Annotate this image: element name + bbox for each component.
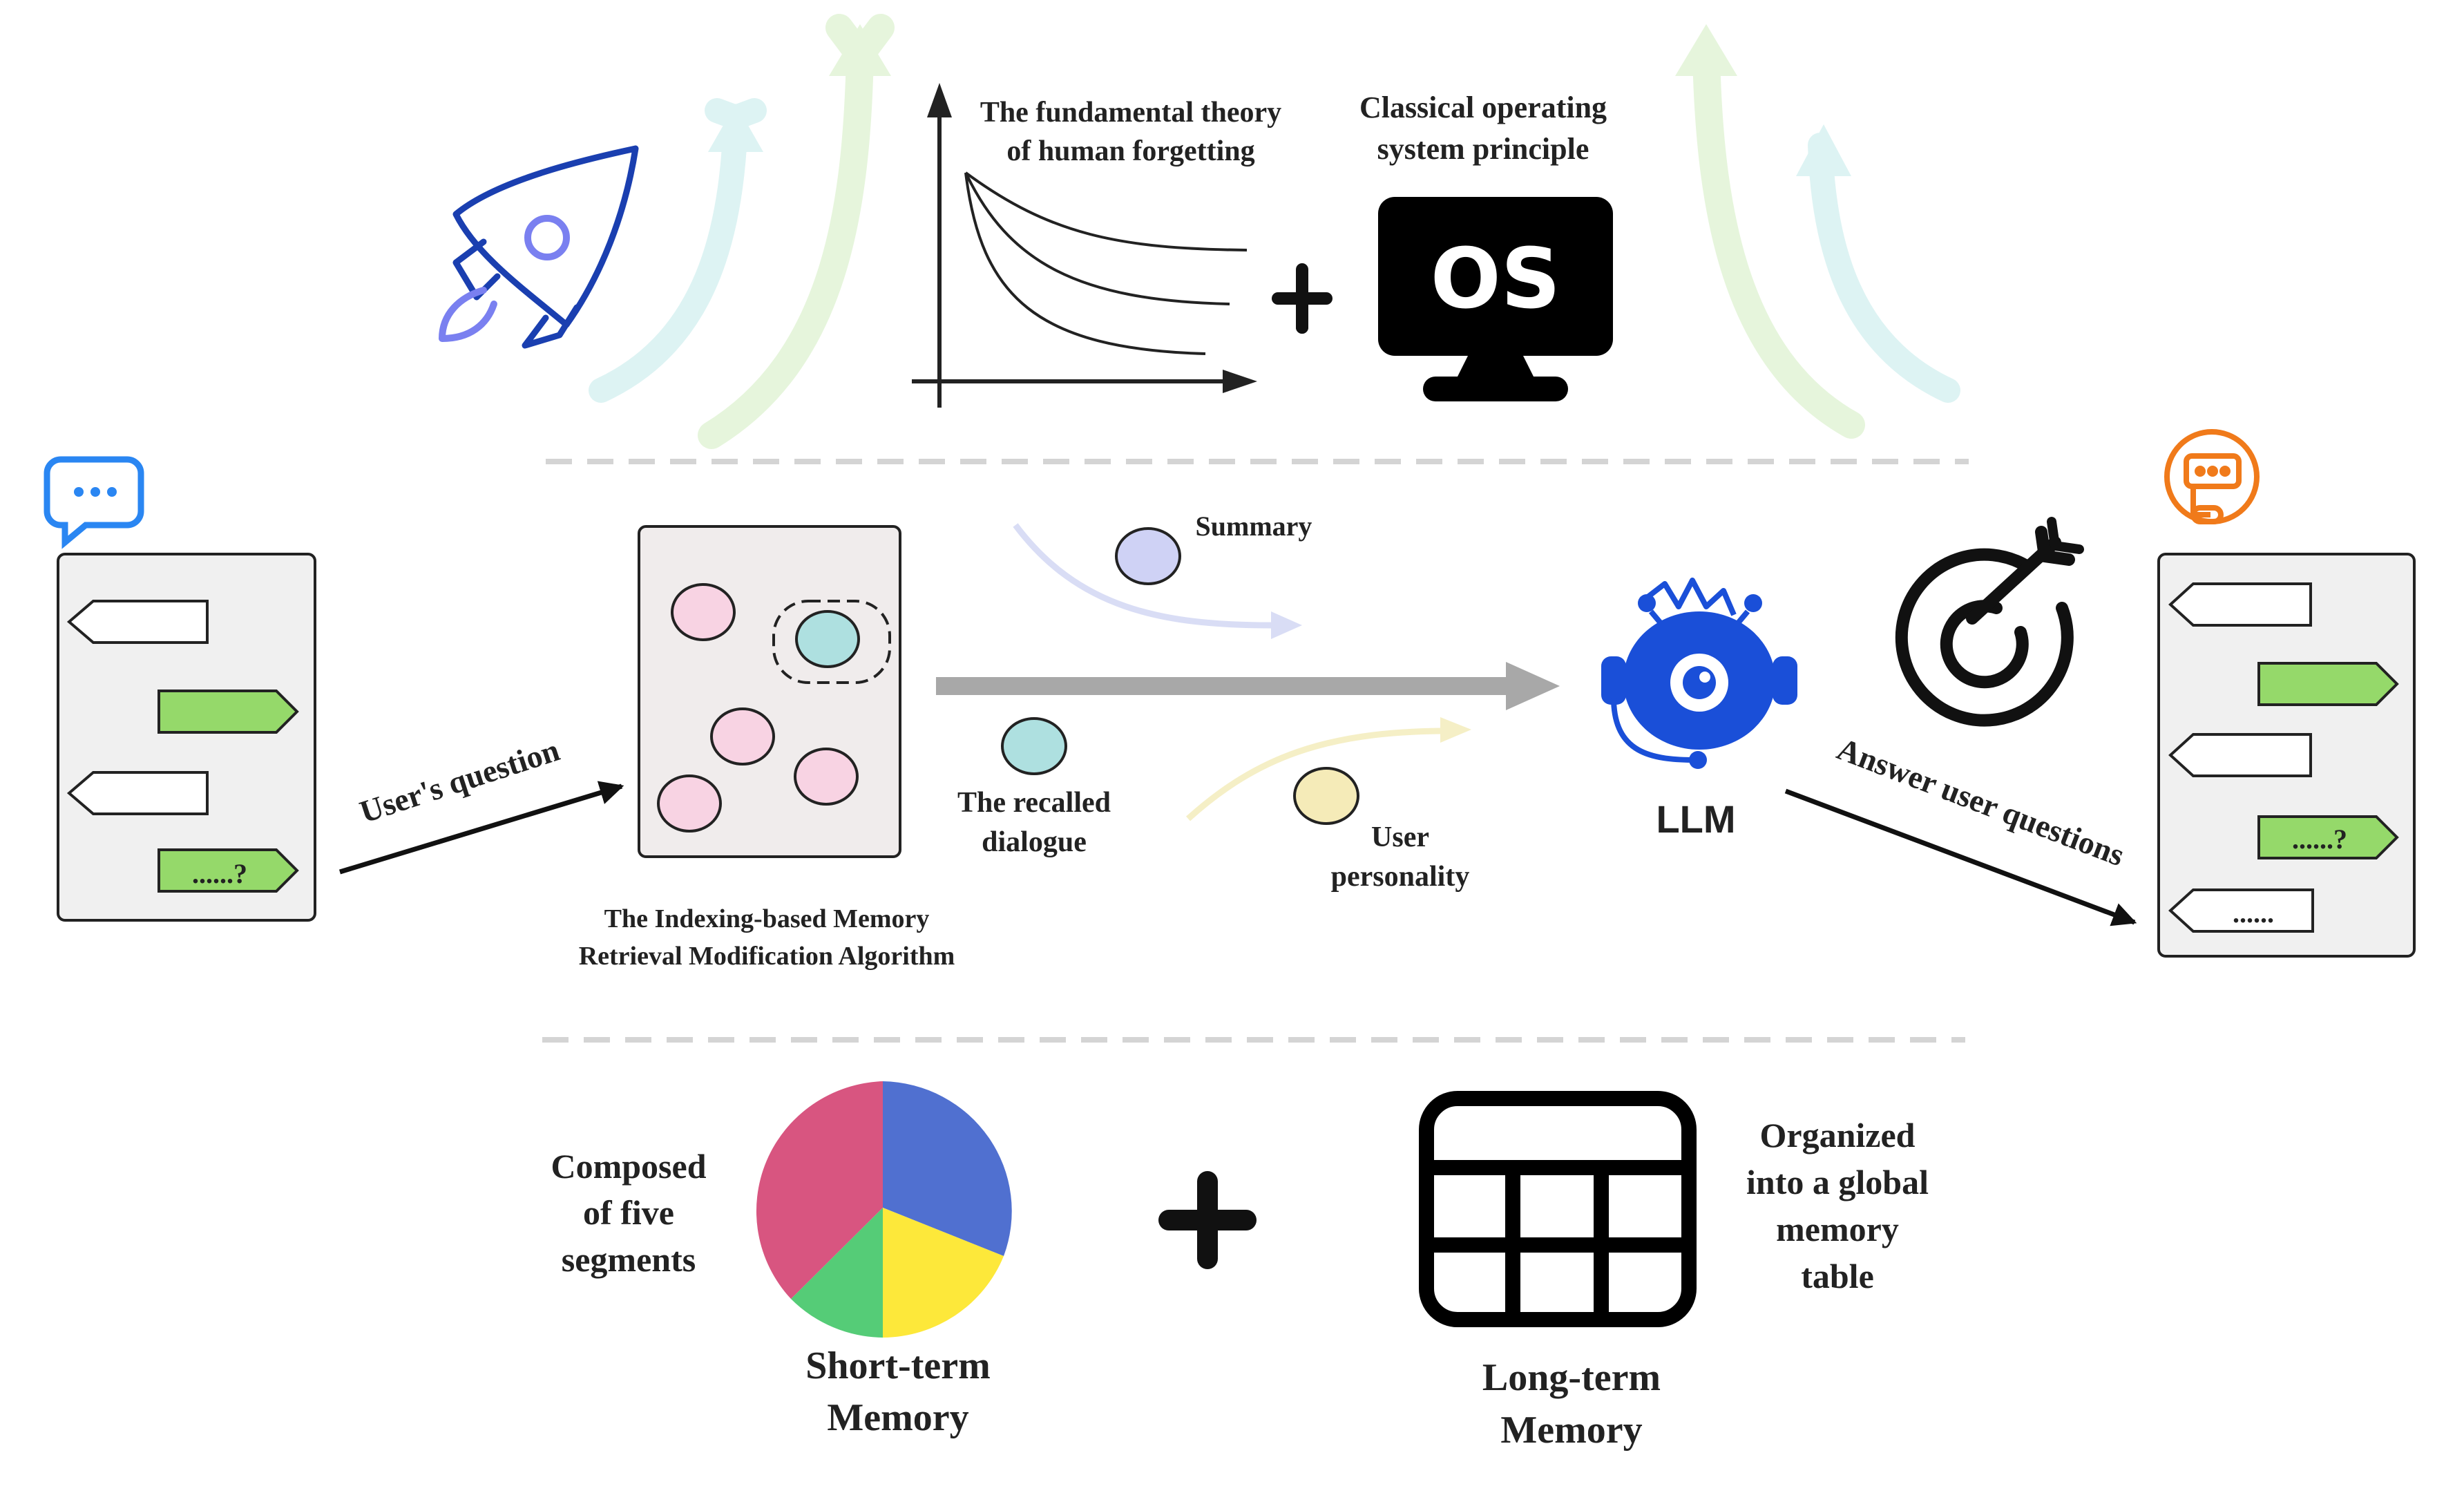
os-monitor-text: OS (1431, 231, 1560, 327)
pie-segment-blue (883, 1081, 1012, 1256)
rising-arrow-head-right-small (1796, 124, 1851, 176)
answer-label: Answer user questions (1833, 731, 2130, 873)
pie-segment-pink (756, 1081, 883, 1299)
right-chat-answer-text: ...... (2233, 897, 2274, 929)
pie-segment-yellow (883, 1208, 1004, 1338)
algorithm-label-line-2: Retrieval Modification Algorithm (579, 942, 955, 971)
plus-icon-top (1272, 263, 1333, 334)
chat-bubble-icon-left (44, 456, 144, 549)
recalled-label-line-1: The recalled (957, 787, 1111, 819)
chat-window-right (2157, 553, 2416, 958)
rising-arrow-head-left-big (829, 24, 891, 76)
memory-index-box (638, 525, 901, 858)
personality-flow-arrow (1185, 728, 1441, 821)
forgetting-label-line-2: of human forgetting (1006, 135, 1254, 167)
short-term-label-line-2: Memory (827, 1396, 968, 1439)
user-question-arrow (338, 781, 624, 875)
summary-node (1115, 527, 1181, 585)
summary-flow-arrow-head (1271, 611, 1302, 639)
personality-label-line-1: User (1371, 821, 1429, 853)
chat-support-icon-right (2164, 429, 2260, 524)
llm-robot-icon (1601, 578, 1797, 769)
personality-node (1293, 767, 1359, 825)
composed-label-line-1: Composed (551, 1147, 706, 1186)
organized-label-line-3: memory (1776, 1210, 1899, 1248)
rising-arrows-left-icon (589, 14, 895, 449)
chat-window-left (57, 553, 316, 922)
forgetting-curve-icon (912, 83, 1257, 408)
short-term-memory-pie (756, 1081, 1012, 1338)
answer-arrow (1784, 788, 2137, 926)
organized-label-line-2: into a global (1746, 1163, 1929, 1201)
composed-label-line-2: of five (583, 1193, 674, 1232)
target-icon (1895, 517, 2084, 727)
composed-label-line-3: segments (562, 1240, 696, 1279)
main-flow-arrow-shaft (936, 677, 1516, 695)
algorithm-label-line-1: The Indexing-based Memory (604, 904, 930, 933)
plus-icon-bottom (1158, 1171, 1257, 1269)
recalled-dialogue-node (1001, 717, 1067, 775)
right-chat-question-text: ......? (2292, 824, 2347, 855)
long-term-memory-table-icon (1419, 1091, 1697, 1327)
os-label-line-2: system principle (1377, 132, 1589, 166)
personality-flow-arrow-head (1440, 717, 1471, 743)
personality-label-line-2: personality (1331, 861, 1470, 893)
llm-label: LLM (1656, 797, 1735, 841)
os-label-line-1: Classical operating (1359, 91, 1607, 124)
rising-arrow-head-left-small (708, 104, 763, 152)
rocket-icon (439, 145, 639, 349)
rising-arrows-right-icon (1692, 41, 1960, 439)
rising-arrow-head-right-big (1675, 24, 1737, 76)
os-monitor-icon (1378, 197, 1613, 401)
forgetting-label-line-1: The fundamental theory (980, 97, 1281, 129)
long-term-label-line-2: Memory (1500, 1409, 1642, 1452)
summary-label: Summary (1196, 511, 1312, 542)
summary-flow-arrow (1013, 523, 1272, 629)
pie-segment-green (791, 1208, 883, 1338)
organized-label-line-4: table (1801, 1257, 1874, 1295)
short-term-label-line-1: Short-term (805, 1344, 990, 1387)
left-chat-question-text: ......? (192, 858, 247, 889)
organized-label-line-1: Organized (1760, 1116, 1916, 1154)
main-flow-arrow-head (1506, 662, 1560, 710)
recalled-label-line-2: dialogue (982, 826, 1087, 858)
long-term-label-line-1: Long-term (1482, 1356, 1661, 1399)
